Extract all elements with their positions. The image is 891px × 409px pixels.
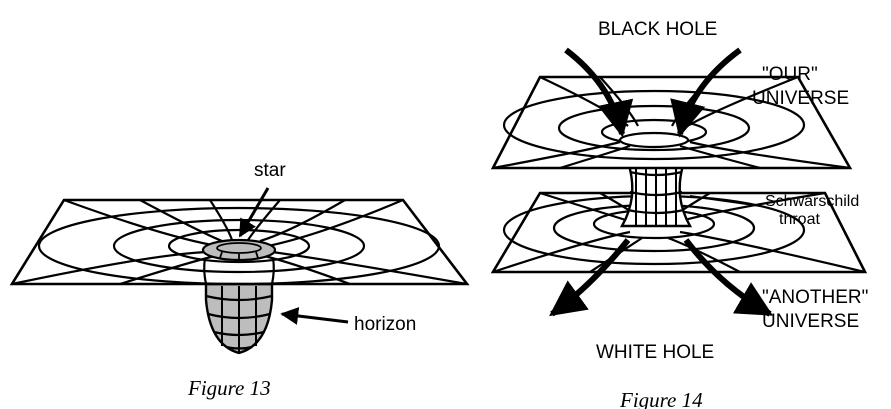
horizon-arrow (280, 307, 349, 325)
our-universe-label-line1: "OUR" (762, 64, 818, 85)
star-label: star (254, 160, 286, 181)
figure-13-caption: Figure 13 (187, 376, 271, 400)
horizon-bowl (204, 282, 274, 355)
black-hole-arrow-right (670, 47, 742, 138)
another-universe-label-line1: "ANOTHER" (762, 287, 868, 308)
white-hole-arrow-right (683, 238, 774, 317)
throat-pointer (689, 195, 762, 207)
figure-14: BLACK HOLE "OUR" UNIVERSE Schwarschild t… (490, 19, 868, 409)
spacetime-sheet-fig13 (9, 198, 470, 286)
throat-label-line2: throat (779, 211, 820, 228)
white-hole-label: WHITE HOLE (596, 342, 714, 363)
star-arrow (238, 187, 270, 238)
black-hole-label: BLACK HOLE (598, 19, 717, 40)
another-universe-label-line2: UNIVERSE (762, 311, 859, 332)
black-hole-arrow-left (564, 47, 634, 138)
white-hole-arrow-left (549, 238, 631, 317)
our-universe-label-line2: UNIVERSE (752, 88, 849, 109)
throat-label-line1: Schwarschild (765, 193, 859, 210)
horizon-label: horizon (354, 314, 416, 335)
figure-14-caption: Figure 14 (619, 388, 703, 409)
figure-13: star horizon Figure 13 (9, 160, 470, 400)
